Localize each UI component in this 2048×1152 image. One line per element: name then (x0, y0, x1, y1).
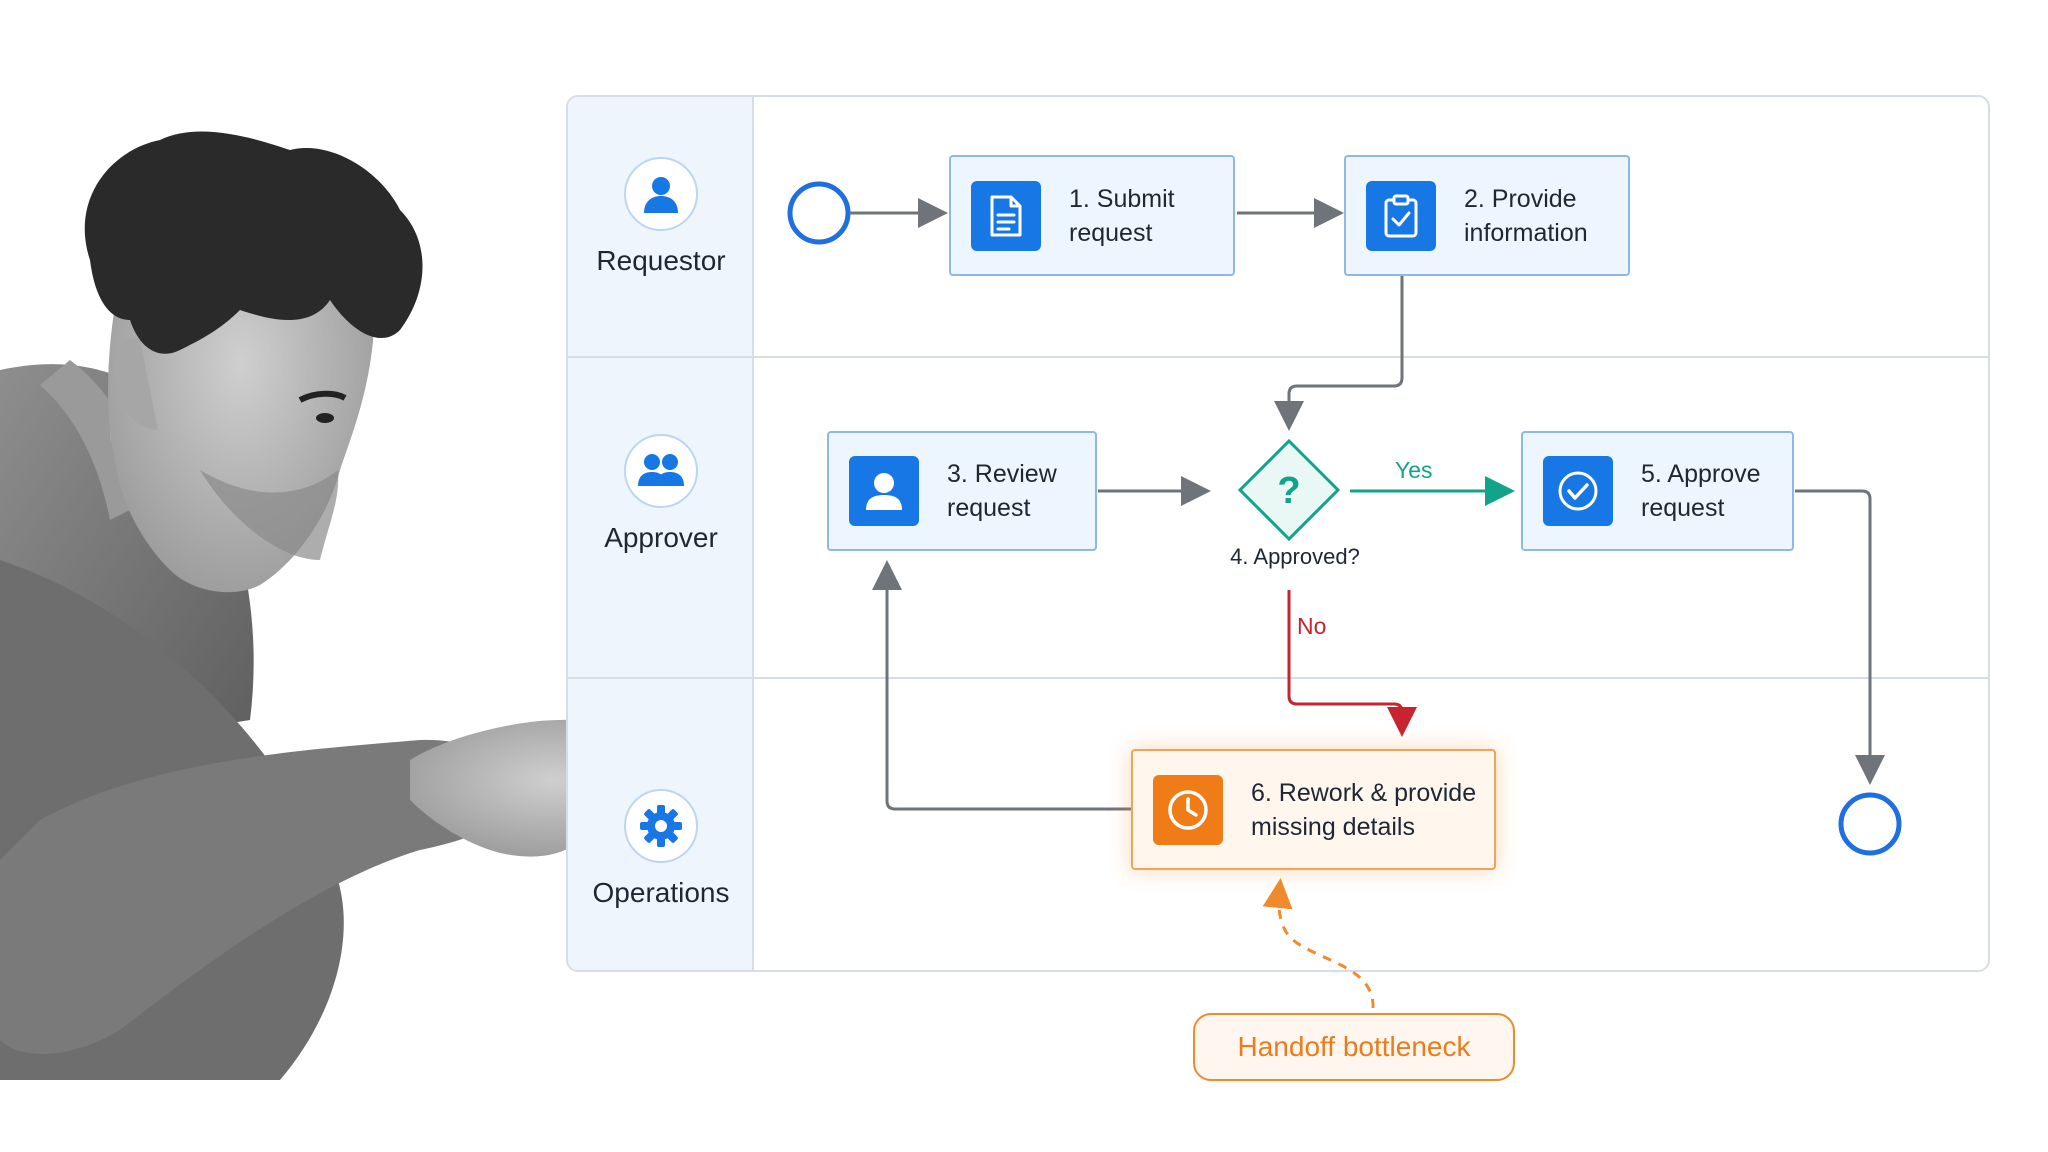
node-review-request[interactable]: 3. Review request (827, 431, 1097, 551)
bottleneck-pointer (1262, 878, 1375, 1009)
lane-requestor: Requestor (568, 157, 754, 277)
node-approve-request[interactable]: 5. Approve request (1521, 431, 1794, 551)
lane-divider (568, 356, 1988, 358)
yes-label: Yes (1395, 457, 1433, 483)
arrow-decision-no (1287, 590, 1417, 737)
clock-icon (1153, 774, 1223, 845)
node-provide-information[interactable]: 2. Provide information (1344, 155, 1630, 276)
decision-gateway: ? (1237, 438, 1341, 542)
node-submit-request[interactable]: 1. Submit request (949, 155, 1235, 276)
lane-name: Operations (592, 877, 730, 908)
lane-operations: Operations (568, 789, 754, 909)
document-icon (971, 180, 1041, 251)
lane-name: Approver (604, 522, 718, 553)
no-label: No (1297, 613, 1327, 639)
node-label: 1. Submit request (1069, 184, 1175, 247)
arrow-approve-to-end (1795, 489, 1885, 785)
decision-label: 4. Approved? (1230, 544, 1360, 569)
node-label: 6. Rework & provide missing details (1251, 778, 1477, 841)
lane-approver: Approver (568, 434, 754, 554)
end-event (1838, 792, 1902, 856)
start-event (787, 181, 851, 245)
lane-divider (568, 677, 1988, 679)
gear-icon (624, 789, 698, 863)
node-rework-details[interactable]: 6. Rework & provide missing details (1131, 749, 1496, 870)
node-label: 5. Approve request (1641, 460, 1761, 522)
arrow-rework-to-review (872, 560, 1131, 811)
arrow-provide-to-decision (1274, 276, 1404, 431)
person-illustration (0, 131, 699, 1080)
people-icon (624, 434, 698, 508)
lane-name: Requestor (596, 245, 726, 276)
decision-question-mark: ? (1277, 470, 1300, 512)
node-label: 3. Review request (947, 460, 1057, 522)
clipboard-check-icon (1366, 180, 1436, 251)
person-icon (624, 157, 698, 231)
handoff-bottleneck-callout: Handoff bottleneck (1193, 1013, 1515, 1081)
node-label: 2. Provide information (1464, 184, 1588, 247)
check-circle-icon (1543, 456, 1613, 526)
user-icon (849, 456, 919, 526)
